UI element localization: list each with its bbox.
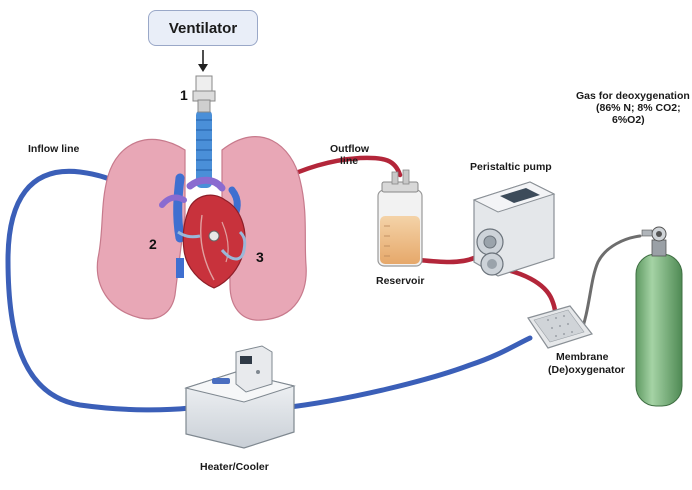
membrane-oxygenator [527,305,594,349]
marker-3: 3 [256,249,264,265]
peristaltic-pump [472,181,556,277]
lungs [96,136,307,321]
marker-2: 2 [149,236,157,252]
gas-line [578,234,642,337]
reservoir [377,169,423,267]
ventilator-box: Ventilator [148,10,258,46]
gas-label-3: 6%O2) [612,114,645,126]
marker-1: 1 [180,87,188,103]
reservoir-label: Reservoir [376,275,425,287]
left-lung [96,138,186,320]
peristaltic-pump-label: Peristaltic pump [470,161,552,173]
inflow-line-label: Inflow line [28,143,80,155]
heater-cooler-label: Heater/Cooler [200,461,269,473]
outflow-line-label-2: line [340,155,359,167]
left-atrial-cannula [220,230,247,261]
ventilator-label: Ventilator [168,19,238,37]
trachea [196,110,212,188]
ventilator-arrow [198,50,208,72]
tracheal-connector [192,75,216,113]
gas-label-1: Gas for deoxygenation [576,90,690,102]
pulmonary-artery-cannula [177,230,201,239]
heater-to-oxygenator-tube [279,335,533,411]
membrane-label-1: Membrane [556,351,609,363]
gas-cylinder [635,226,683,407]
outflow-line-label-1: Outflow [330,143,370,155]
gas-label-2: (86% N; 8% CO2; [596,102,681,114]
heart [182,194,246,289]
reservoir-to-pump-tube [415,255,477,265]
heater-cooler [184,345,296,449]
membrane-label-2: (De)oxygenator [548,364,626,376]
